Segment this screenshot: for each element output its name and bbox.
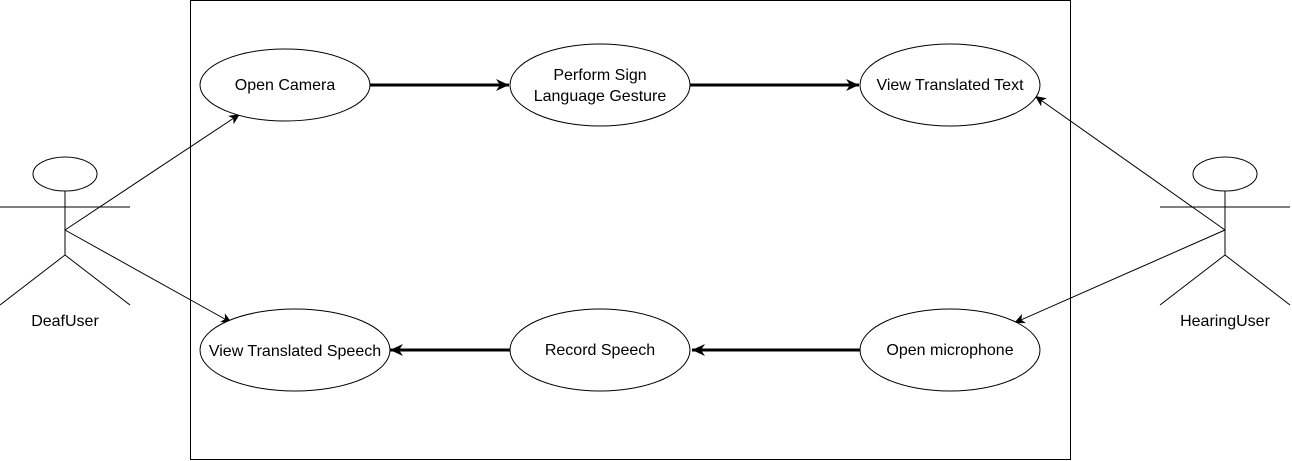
use-case-label: Open microphone [886,342,1013,359]
use-case-shape [509,308,691,392]
actor-right-leg [64,254,131,306]
use-case-label: View Translated Speech [209,343,381,360]
actor-label-deaf: DeafUser [31,313,99,330]
use-case-shape [509,43,691,127]
actor-left-leg [0,254,66,306]
use-case-record-speech[interactable]: Record Speech [509,308,691,392]
actor-deaf-user[interactable]: DeafUser [0,156,131,330]
use-case-label: View Translated Text [876,77,1024,94]
actor-left-leg [1159,254,1226,306]
association-deaf-open-camera [64,113,241,231]
actor-label-hearing: HearingUser [1180,313,1270,330]
system-boundary [190,0,1071,460]
actor-right-leg [1224,254,1291,306]
use-case-label: Open Camera [235,77,336,94]
association-hearing-view-text [1034,95,1226,231]
association-deaf-view-speech [64,229,233,324]
use-case-label-line2: Language Gesture [534,88,667,105]
use-case-shape [859,43,1041,127]
use-case-open-camera[interactable]: Open Camera [199,48,371,122]
use-case-label: Record Speech [545,342,655,359]
actor-head [32,156,98,192]
association-hearing-open-mic [1013,229,1226,324]
actor-hearing-user[interactable]: HearingUser [1159,156,1291,330]
use-case-perform-sign[interactable]: Perform Sign Language Gesture [509,43,691,127]
use-case-shape [199,48,371,122]
actor-head [1192,156,1258,192]
use-case-label-line1: Perform Sign [553,67,646,84]
use-case-shape [199,308,391,392]
use-case-view-translated-text[interactable]: View Translated Text [859,43,1041,127]
use-case-shape [859,308,1041,392]
use-case-view-translated-speech[interactable]: View Translated Speech [199,308,391,392]
use-case-open-microphone[interactable]: Open microphone [859,308,1041,392]
